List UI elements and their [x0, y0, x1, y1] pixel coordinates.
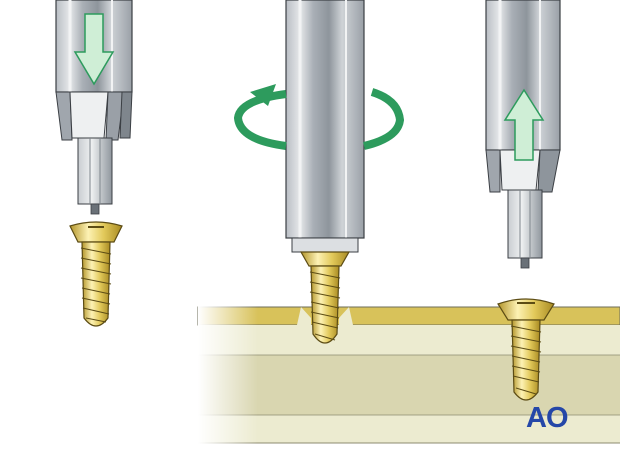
step-3-screw [497, 298, 555, 401]
arrow-down-icon [73, 13, 115, 86]
step-3-screwdriver [485, 0, 561, 269]
ao-logo: AO [526, 402, 569, 434]
step-1-screw [69, 221, 123, 327]
step-2-screwdriver [285, 0, 365, 253]
rotation-arrow-icon [233, 84, 405, 150]
bone-block [197, 300, 620, 450]
step-2-screw [297, 251, 353, 344]
step-1-screwdriver [55, 0, 133, 215]
arrow-up-icon [503, 88, 545, 161]
